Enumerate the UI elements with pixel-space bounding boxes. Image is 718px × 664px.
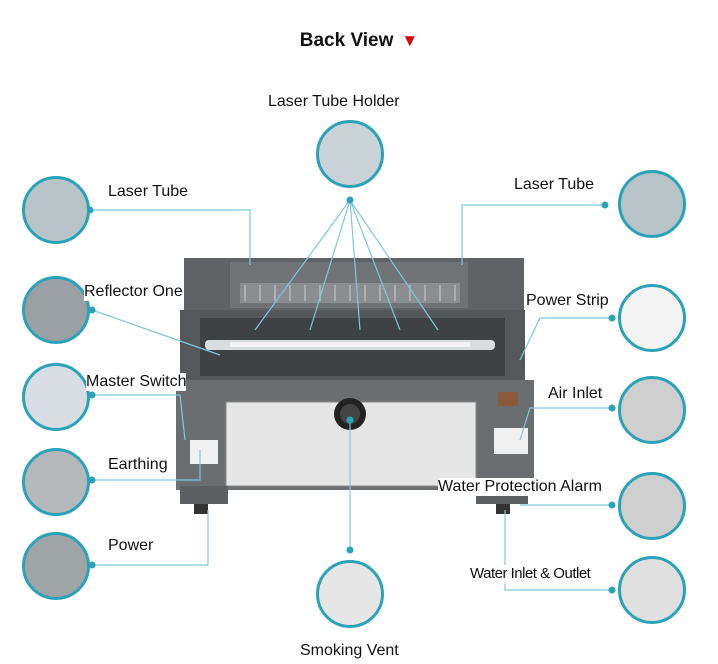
- machine-illustration: [176, 258, 534, 514]
- laser-tube-left-photo: [22, 176, 90, 244]
- power-strip-photo: [618, 284, 686, 352]
- label-laser-tube-holder: Laser Tube Holder: [268, 93, 400, 111]
- water-inlet-outlet-photo: [618, 556, 686, 624]
- master-switch-photo: [22, 363, 90, 431]
- earthing-photo: [22, 448, 90, 516]
- label-smoking-vent: Smoking Vent: [300, 642, 399, 660]
- label-power-strip: Power Strip: [526, 292, 609, 310]
- water-protection-alarm-photo: [618, 472, 686, 540]
- air-inlet-photo: [618, 376, 686, 444]
- label-earthing: Earthing: [108, 456, 168, 474]
- laser-tube-holder-photo: [316, 120, 384, 188]
- smoking-vent-photo: [316, 560, 384, 628]
- connector-lines: [90, 199, 612, 591]
- triangle-down-icon: ▼: [401, 31, 419, 50]
- label-water-protection-alarm: Water Protection Alarm: [438, 478, 602, 496]
- label-power: Power: [108, 537, 154, 555]
- label-reflector-one: Reflector One: [84, 283, 183, 301]
- label-laser-tube-left: Laser Tube: [108, 183, 189, 201]
- label-air-inlet: Air Inlet: [548, 385, 603, 403]
- label-laser-tube-right: Laser Tube: [514, 176, 595, 194]
- page-title: Back View▼: [299, 30, 419, 51]
- power-photo: [22, 532, 90, 600]
- label-water-inlet-outlet: Water Inlet & Outlet: [470, 565, 591, 583]
- laser-tube-right-photo: [618, 170, 686, 238]
- reflector-one-photo: [22, 276, 90, 344]
- label-master-switch: Master Switch: [86, 373, 187, 391]
